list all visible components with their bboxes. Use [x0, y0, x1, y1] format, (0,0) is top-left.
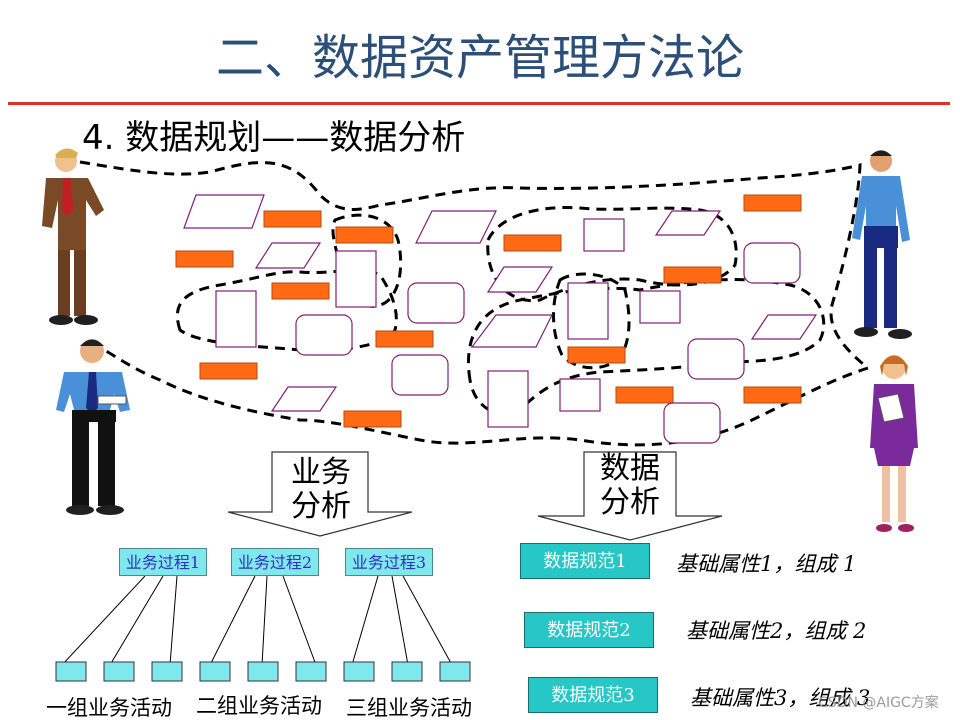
activity-box	[391, 661, 423, 682]
woman-purple-suit-icon	[870, 355, 918, 532]
outer-boundary	[79, 160, 872, 447]
parallelogram-shape	[415, 210, 497, 244]
rect-shape	[487, 370, 529, 428]
data-spec-desc-1: 基础属性1，组成 1	[676, 552, 857, 576]
group-label-1: 一组业务活动	[46, 696, 172, 720]
parallelogram-shape	[254, 242, 322, 269]
orange-block	[375, 330, 434, 348]
man-blue-shirt-tie-icon	[56, 339, 130, 515]
activity-boxes	[55, 661, 471, 682]
rounded-shape	[663, 402, 721, 444]
rounded-shape	[295, 314, 353, 356]
business-process-1: 业务过程1	[119, 548, 207, 576]
arrow-label-line: 分析	[291, 489, 351, 524]
left-region	[175, 268, 398, 352]
orange-block	[615, 386, 674, 404]
activity-box	[439, 661, 471, 682]
orange-block	[343, 410, 402, 428]
rect-shape	[583, 218, 625, 252]
parallelogram-shape	[750, 314, 818, 340]
rounded-shape	[391, 354, 449, 396]
data-spec-desc-2: 基础属性2，组成 2	[686, 619, 867, 643]
activity-box	[103, 661, 135, 682]
arrow-label-line: 分析	[600, 485, 660, 520]
right-region-2	[466, 278, 826, 416]
man-blue-shirt-right-icon	[852, 150, 912, 339]
orange-block	[335, 226, 394, 244]
rect-shape	[335, 250, 377, 308]
data-entity-blocks	[175, 194, 802, 428]
data-analysis-label: 数据 分析	[590, 452, 670, 520]
business-process-2: 业务过程2	[231, 548, 319, 576]
arrow-label-line: 业务	[291, 455, 351, 490]
orange-block	[175, 250, 234, 268]
arrows	[227, 451, 723, 541]
title-divider	[8, 102, 950, 105]
parallelogram-shape	[270, 386, 338, 412]
page-title: 二、数据资产管理方法论	[215, 30, 744, 86]
watermark: CSDN @AIGC方案	[818, 695, 939, 711]
business-analysis-label: 业务 分析	[282, 456, 360, 524]
orange-block	[271, 282, 330, 300]
activity-box	[199, 661, 231, 682]
activity-box	[55, 661, 87, 682]
rounded-shape	[743, 242, 801, 284]
businessman-brown-suit-icon	[42, 148, 104, 325]
orange-block	[199, 362, 258, 380]
activity-box	[295, 661, 327, 682]
orange-block	[743, 194, 802, 212]
process-connectors	[61, 575, 453, 666]
right-region-1	[486, 206, 738, 303]
rect-shape	[567, 282, 609, 340]
rect-shape	[639, 290, 681, 324]
rect-shape	[215, 290, 257, 348]
business-analysis-arrow-icon	[227, 451, 413, 537]
parallelogram-shape	[470, 314, 553, 348]
parallelogram-shape	[654, 210, 722, 236]
data-spec-3: 数据规范3	[528, 677, 658, 713]
data-spec-1: 数据规范1	[520, 543, 650, 579]
activity-box	[247, 661, 279, 682]
activity-box	[151, 661, 183, 682]
data-item-shapes	[183, 194, 818, 444]
business-process-3: 业务过程3	[345, 548, 433, 576]
orange-block	[263, 210, 322, 228]
activity-box	[343, 661, 375, 682]
orange-block	[663, 266, 722, 284]
section-subtitle: 4. 数据规划——数据分析	[82, 118, 466, 158]
orange-block	[567, 346, 626, 364]
orange-block	[743, 386, 802, 404]
data-analysis-arrow-icon	[537, 451, 723, 541]
rect-shape	[559, 378, 601, 412]
group-label-2: 二组业务活动	[196, 694, 322, 718]
arrow-label-line: 数据	[600, 451, 660, 486]
parallelogram-shape	[183, 194, 265, 229]
data-spec-2: 数据规范2	[524, 612, 654, 648]
parallelogram-shape	[486, 266, 554, 293]
rounded-shape	[687, 338, 745, 380]
data-spec-desc-3: 基础属性3，组成 3	[690, 686, 871, 710]
group-label-3: 三组业务活动	[346, 696, 472, 720]
rounded-shape	[407, 282, 465, 324]
orange-block	[503, 234, 562, 252]
